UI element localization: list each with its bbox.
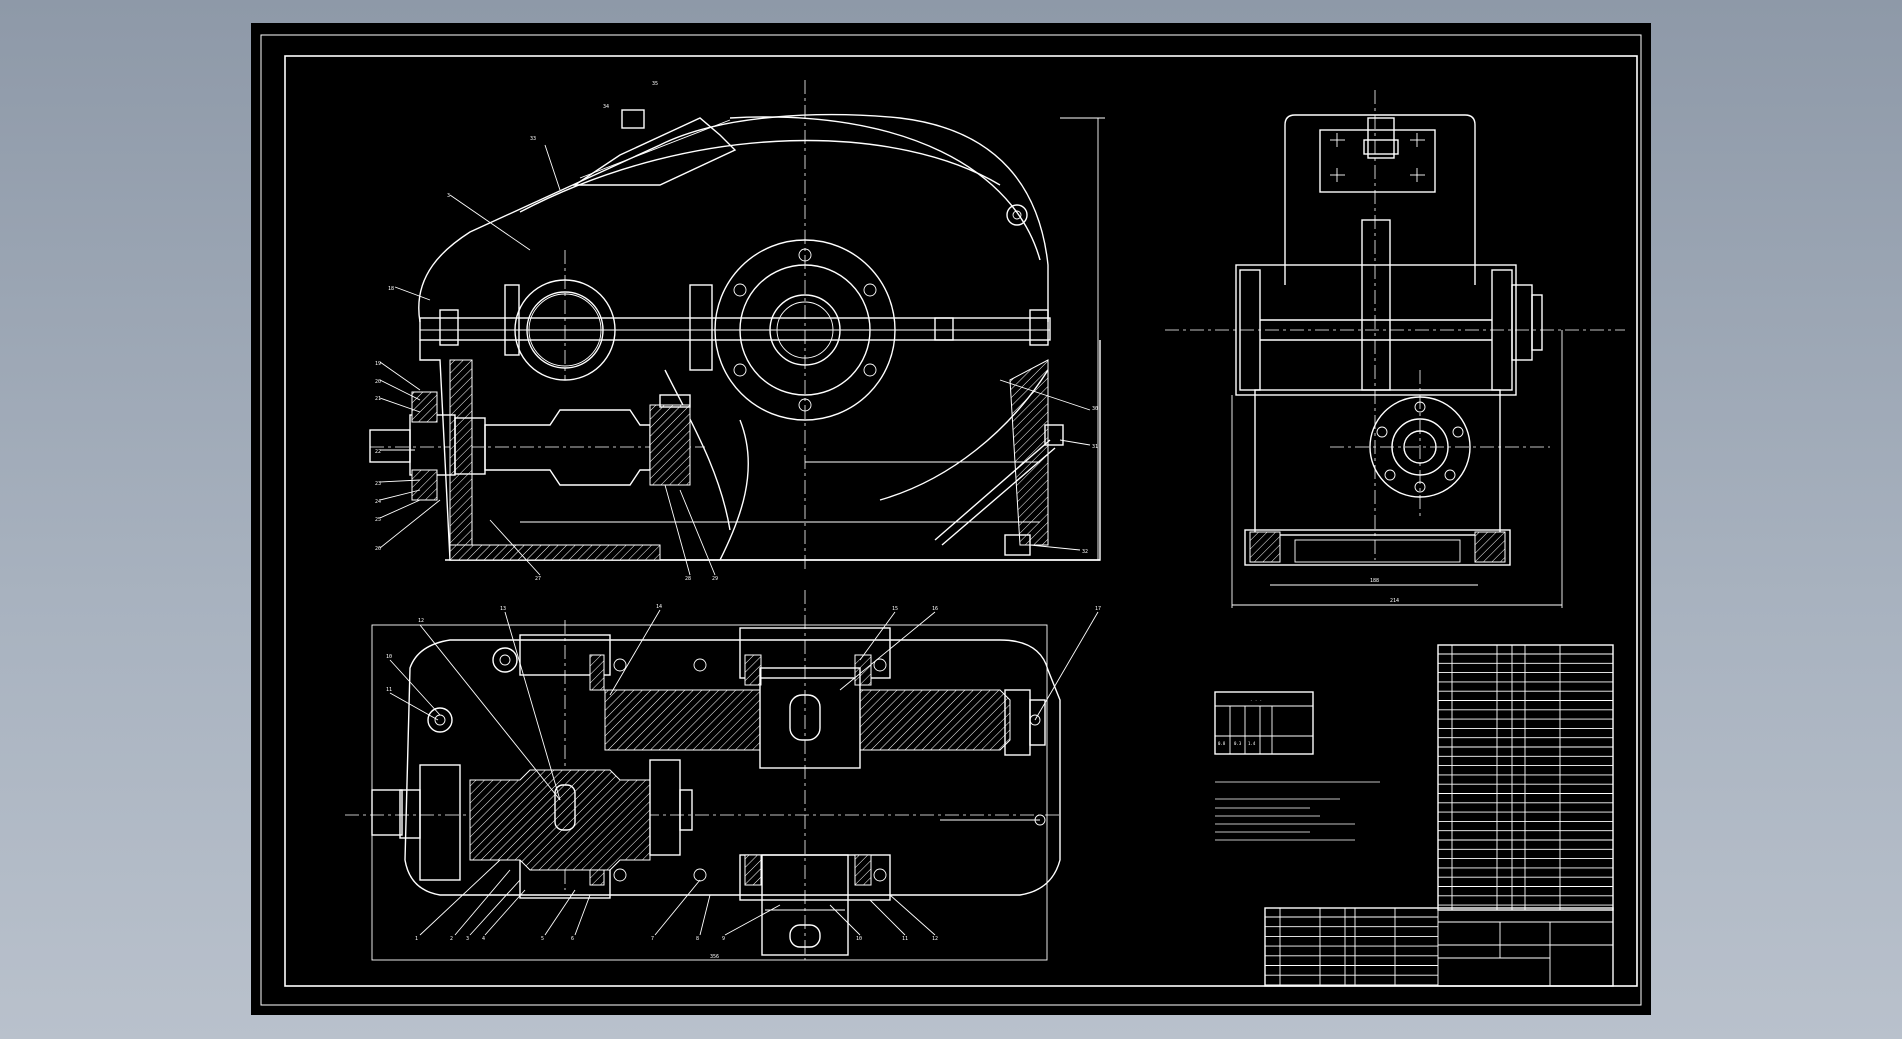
svg-text:25: 25 (375, 517, 381, 523)
svg-text:29: 29 (712, 576, 718, 582)
svg-text:15: 15 (892, 606, 898, 612)
title-block (1264, 907, 1614, 987)
svg-text:24: 24 (375, 499, 381, 505)
svg-text:21: 21 (375, 396, 381, 402)
svg-text:31: 31 (1092, 444, 1098, 450)
svg-text:27: 27 (535, 576, 541, 582)
characteristics-table: · · · 0.8 0.3 1.4 (1214, 691, 1314, 755)
svg-text:28: 28 (685, 576, 691, 582)
svg-text:5: 5 (541, 936, 544, 942)
side-view: 214 188 (1165, 90, 1625, 608)
svg-text:4: 4 (482, 936, 485, 942)
svg-text:33: 33 (530, 136, 536, 142)
parts-list (1437, 644, 1614, 911)
svg-text:22: 22 (375, 449, 381, 455)
svg-text:16: 16 (932, 606, 938, 612)
svg-text:23: 23 (375, 481, 381, 487)
svg-text:10: 10 (856, 936, 862, 942)
svg-text:0.8: 0.8 (1218, 741, 1226, 746)
svg-text:3: 3 (447, 193, 450, 199)
svg-text:11: 11 (902, 936, 908, 942)
svg-text:10: 10 (386, 654, 392, 660)
sheet-outer-border (260, 34, 1642, 1006)
svg-text:14: 14 (656, 604, 662, 610)
svg-text:34: 34 (603, 104, 609, 110)
svg-text:9: 9 (722, 936, 725, 942)
svg-text:2: 2 (450, 936, 453, 942)
svg-text:35: 35 (652, 81, 658, 87)
svg-text:20: 20 (375, 379, 381, 385)
svg-text:6: 6 (571, 936, 574, 942)
svg-text:356: 356 (710, 954, 719, 960)
front-view: 3 18 19 20 21 22 23 24 25 26 27 28 29 30 31 32 33 3… (369, 80, 1105, 582)
technical-requirements (1215, 781, 1380, 841)
svg-text:19: 19 (375, 361, 381, 367)
svg-text:1: 1 (415, 936, 418, 942)
svg-text:1.4: 1.4 (1248, 741, 1256, 746)
svg-text:26: 26 (375, 546, 381, 552)
svg-text:30: 30 (1092, 406, 1098, 412)
svg-text:188: 188 (1370, 578, 1379, 584)
svg-text:7: 7 (651, 936, 654, 942)
svg-text:3: 3 (466, 936, 469, 942)
svg-text:· · ·: · · · (1250, 698, 1262, 703)
svg-text:11: 11 (386, 687, 392, 693)
svg-text:18: 18 (388, 286, 394, 292)
svg-text:12: 12 (418, 618, 424, 624)
svg-text:12: 12 (932, 936, 938, 942)
svg-text:8: 8 (696, 936, 699, 942)
svg-text:32: 32 (1082, 549, 1088, 555)
svg-text:214: 214 (1390, 598, 1399, 604)
svg-text:0.3: 0.3 (1234, 741, 1242, 746)
svg-text:13: 13 (500, 606, 506, 612)
svg-text:17: 17 (1095, 606, 1101, 612)
drawing-frame (284, 55, 1638, 987)
